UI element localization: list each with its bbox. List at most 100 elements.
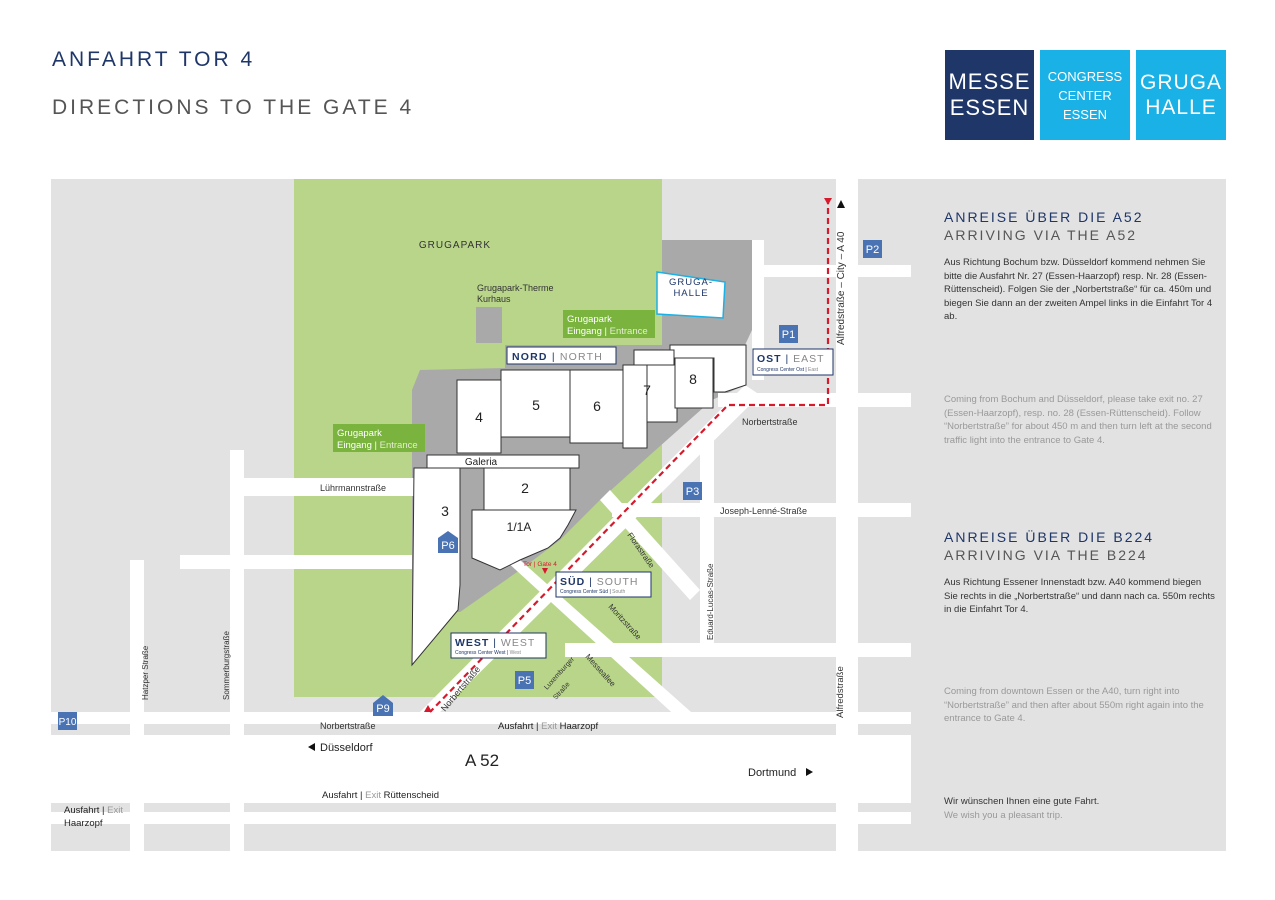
dortmund-label: Dortmund <box>748 767 796 779</box>
grugahalle-logo[interactable]: GRUGA HALLE <box>1136 50 1226 140</box>
parking-p2-icon[interactable] <box>863 240 882 258</box>
parking-p10-label: P10 <box>59 717 77 728</box>
galeria-label: Galeria <box>465 457 498 468</box>
ost-building <box>669 344 747 393</box>
sued-de: SÜD <box>560 575 585 588</box>
b224-title-en: ARRIVING VIA THE B224 <box>944 547 1148 563</box>
sued-sub-de: Congress Center Süd <box>560 589 608 595</box>
parking-p9-label: P9 <box>376 703 389 715</box>
exit-ruettenscheid-name: Rüttenscheid <box>384 790 439 801</box>
entrance-left-en: Entrance <box>380 440 418 451</box>
hall-5 <box>500 369 571 438</box>
park-label: GRUGAPARK <box>419 240 491 251</box>
directions-panel: ANREISE ÜBER DIE A52 ARRIVING VIA THE A5… <box>911 179 1226 851</box>
exit-left-de: Ausfahrt <box>64 805 100 816</box>
sued-box[interactable]: SÜD | SOUTH Congress Center Süd | South <box>555 571 652 598</box>
norbertstrasse-diagonal-road <box>420 385 760 712</box>
side-road <box>752 240 764 380</box>
ost-box[interactable]: OST | EAST Congress Center Ost | East <box>752 348 834 376</box>
west-sub-de: Congress Center West <box>455 650 506 656</box>
parking-p6-icon[interactable] <box>438 531 458 553</box>
entrance-top-box[interactable] <box>563 310 655 338</box>
hall-5-label: 5 <box>532 397 540 413</box>
parking-p1-icon[interactable] <box>779 325 798 343</box>
messe-essen-logo[interactable]: MESSE ESSEN <box>945 50 1034 140</box>
gate-arrow-icon <box>542 568 548 574</box>
parking-p3-label: P3 <box>686 486 699 498</box>
logo-text: CONGRESS <box>1047 68 1123 84</box>
exit-haarzopf-de: Ausfahrt <box>498 721 534 732</box>
hall-4-label: 4 <box>475 409 483 425</box>
parking-p6-label: P6 <box>441 540 454 552</box>
entrance-left-name: Grugapark <box>337 428 382 439</box>
entrance-left-de: Eingang <box>337 440 372 451</box>
west-en: WEST <box>501 637 535 649</box>
b224-text-de: Aus Richtung Essener Innenstadt bzw. A40… <box>944 577 1215 615</box>
gate-de: Tor <box>523 561 533 568</box>
ost-en: EAST <box>793 353 824 365</box>
cross-road <box>180 555 412 569</box>
nord-en: NORTH <box>560 351 603 363</box>
congress-center-logo[interactable]: CONGRESS CENTER ESSEN <box>1040 50 1130 140</box>
hall-6 <box>569 369 625 444</box>
joseph-lenne-road <box>612 503 912 517</box>
parking-p5-icon[interactable] <box>515 671 534 689</box>
logo-text: CENTER <box>1058 87 1112 103</box>
duesseldorf-label: Düsseldorf <box>320 742 374 754</box>
route-arrow-bottom <box>424 705 432 712</box>
entrance-left-box[interactable] <box>333 424 425 452</box>
parking-p3-icon[interactable] <box>683 482 702 500</box>
sommerburg-label: Sommerburgstraße <box>222 631 231 700</box>
route-line <box>429 198 830 713</box>
a52-heading: ANREISE ÜBER DIE A52 ARRIVING VIA THE A5… <box>944 208 1144 244</box>
florastrasse-road <box>600 490 700 600</box>
parking-p9-icon[interactable] <box>373 695 393 716</box>
parking-p5-label: P5 <box>518 675 531 687</box>
arrow-right-icon <box>806 768 813 776</box>
luehrmannstrasse-label: Lührmannstraße <box>320 483 386 493</box>
exit-ruettenscheid-en: Exit <box>365 790 381 801</box>
exit-haarzopf-name: Haarzopf <box>560 721 599 732</box>
exit-ruettenscheid-label: Ausfahrt | Exit Rüttenscheid <box>322 790 439 801</box>
parking-p10-icon[interactable] <box>58 712 77 730</box>
luehrmann-road <box>240 478 414 496</box>
parking-p2-label: P2 <box>866 244 879 256</box>
grugahalle-label: GRUGA- <box>669 277 713 288</box>
hall-3-label: 3 <box>441 503 449 519</box>
nord-box[interactable]: NORD | NORTH <box>506 346 617 365</box>
logo-text: MESSE <box>948 69 1031 94</box>
logo-text: GRUGA <box>1139 71 1222 94</box>
hall-4 <box>456 379 502 454</box>
logo-text: HALLE <box>1145 96 1217 119</box>
joseph-lenne-label: Joseph-Lenné-Straße <box>720 506 807 516</box>
site-map[interactable]: GRUGAPARK Grugapark-Therme Kurhaus GRUGA… <box>51 179 912 851</box>
exit-ruettenscheid-road <box>51 812 911 824</box>
sued-en: SOUTH <box>597 576 639 588</box>
ost-sub: Congress Center Ost | East <box>757 367 819 373</box>
ost-sub-en: East <box>808 367 819 373</box>
grugahalle-building <box>656 271 726 319</box>
b224-text-en: Coming from downtown Essen or the A40, t… <box>944 686 1204 724</box>
hall-2-label: 2 <box>521 480 529 496</box>
norbertstrasse-right-label: Norbertstraße <box>742 417 798 427</box>
alfredstrasse-city-label: Alfredstraße – City – A 40 <box>836 231 847 345</box>
entrance-top-name: Grugapark <box>567 314 612 325</box>
connector <box>633 349 675 366</box>
sued-sub-en: South <box>612 589 625 595</box>
west-box[interactable]: WEST | WEST Congress Center West | West <box>450 632 547 659</box>
page-title-de: ANFAHRT TOR 4 <box>52 48 256 71</box>
west-sub-en: West <box>510 650 522 656</box>
ost-de: OST <box>757 353 782 365</box>
therme-building <box>476 307 502 343</box>
hall-2 <box>483 467 571 511</box>
b224-heading: ANREISE ÜBER DIE B224 ARRIVING VIA THE B… <box>944 528 1154 564</box>
a52-text-en: Coming from Bochum and Düsseldorf, pleas… <box>944 394 1212 446</box>
logo-text: ESSEN <box>1062 106 1108 122</box>
gate-en: Gate 4 <box>537 561 557 568</box>
therme-label: Kurhaus <box>477 294 511 304</box>
parking-p1-label: P1 <box>782 329 795 341</box>
norbertstrasse-right-road <box>718 393 911 407</box>
therme-label: Grugapark-Therme <box>477 283 554 293</box>
sued-text: SÜD | SOUTH <box>560 575 638 588</box>
gate-label: Tor | Gate 4 <box>523 561 557 568</box>
